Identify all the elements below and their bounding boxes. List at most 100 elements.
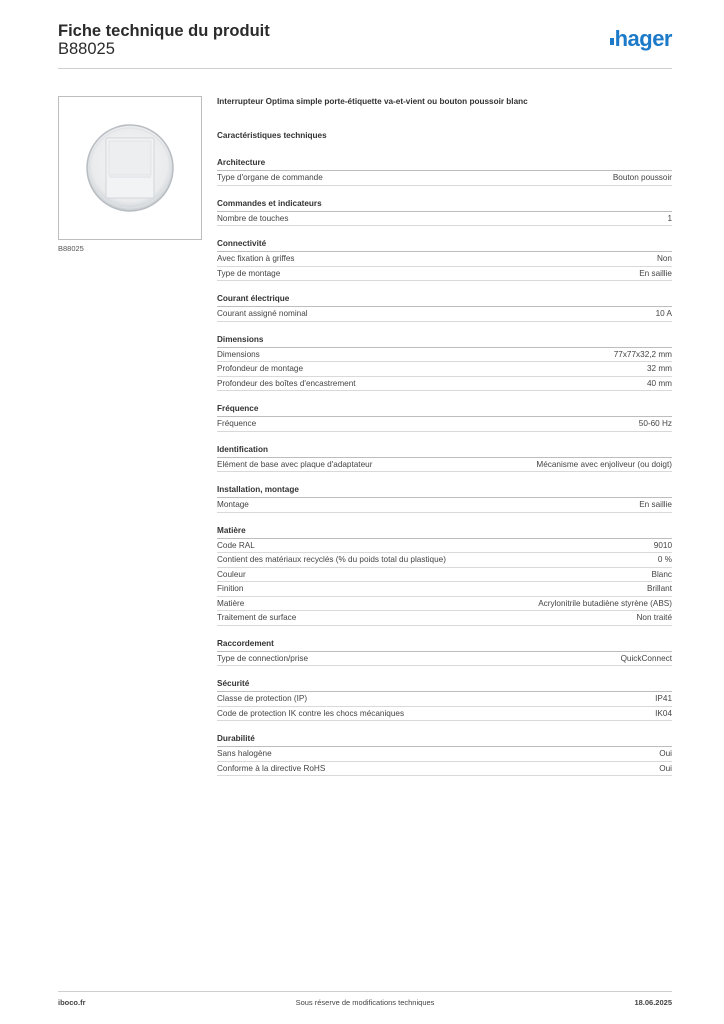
spec-row: Dimensions 77x77x32,2 mm — [217, 348, 672, 362]
spec-row: Type d'organe de commande Bouton poussoir — [217, 171, 672, 186]
spec-value: Blanc — [651, 569, 672, 579]
spec-label: Type d'organe de commande — [217, 173, 323, 182]
footer-disclaimer: Sous réserve de modifications techniques — [295, 998, 435, 1007]
brand-logo: hager — [609, 26, 673, 51]
spec-row: Courant assigné nominal 10 A — [217, 307, 672, 322]
spec-label: Finition — [217, 584, 244, 593]
spec-label: Code de protection IK contre les chocs m… — [217, 708, 405, 718]
spec-value: Acrylonitrile butadiène styrène (ABS) — [538, 598, 672, 608]
section-title: Connectivité — [217, 238, 672, 252]
section-title: Installation, montage — [217, 484, 672, 498]
spec-row: Code de protection IK contre les chocs m… — [217, 707, 672, 721]
spec-row: Conforme à la directive RoHS Oui — [217, 762, 672, 776]
footer-website: iboco.fr — [58, 998, 86, 1007]
spec-label: Contient des matériaux recyclés (% du po… — [217, 555, 446, 564]
spec-value: 32 mm — [646, 364, 672, 373]
spec-value: Non — [656, 254, 672, 263]
spec-row: Code RAL 9010 — [217, 539, 672, 553]
image-caption: B88025 — [58, 244, 84, 253]
section-title: Identification — [217, 444, 672, 458]
spec-value: 0 % — [657, 555, 672, 564]
spec-row: Matière Acrylonitrile butadiène styrène (… — [217, 597, 672, 611]
section-title: Sécurité — [217, 678, 672, 692]
spec-row: Elément de base avec plaque d'adaptateur… — [217, 458, 672, 472]
spec-value: Brillant — [646, 584, 672, 593]
spec-value: 1 — [667, 213, 672, 223]
footer-date: 18.06.2025 — [634, 998, 672, 1007]
spec-label: Courant assigné nominal — [217, 309, 308, 318]
section-title: Commandes et indicateurs — [217, 198, 672, 212]
spec-row: Nombre de touches 1 — [217, 212, 672, 226]
spec-value: Mécanisme avec enjoliveur (ou doigt) — [536, 459, 672, 469]
spec-value: IP41 — [655, 694, 672, 703]
switch-image-icon — [86, 124, 174, 212]
spec-value: Oui — [659, 749, 672, 758]
spec-label: Conforme à la directive RoHS — [217, 763, 326, 773]
page-footer: iboco.fr Sous réserve de modifications t… — [58, 998, 672, 1010]
section-title: Dimensions — [217, 334, 672, 348]
spec-label: Traitement de surface — [217, 613, 297, 622]
spec-label: Matière — [217, 598, 245, 608]
spec-value: IK04 — [655, 708, 672, 718]
section-title: Matière — [217, 525, 672, 539]
spec-value: En saillie — [639, 500, 672, 509]
product-description: Interrupteur Optima simple porte-étiquet… — [217, 97, 528, 106]
spec-row: Finition Brillant — [217, 582, 672, 597]
section-title: Fréquence — [217, 403, 672, 417]
spec-row: Avec fixation à griffes Non — [217, 252, 672, 267]
header-divider — [58, 68, 672, 69]
spec-row: Contient des matériaux recyclés (% du po… — [217, 553, 672, 568]
spec-value: Non traité — [636, 613, 673, 622]
spec-label: Fréquence — [217, 419, 257, 428]
section-title: Raccordement — [217, 638, 672, 652]
spec-value: Oui — [659, 763, 672, 773]
product-reference: B88025 — [58, 40, 115, 58]
spec-label: Type de connection/prise — [217, 653, 309, 663]
section-title: Courant électrique — [217, 293, 672, 307]
section-title: Durabilité — [217, 733, 672, 747]
characteristics-title: Caractéristiques techniques — [217, 131, 327, 140]
spec-label: Avec fixation à griffes — [217, 254, 295, 263]
spec-value: 10 A — [655, 309, 672, 318]
spec-label: Elément de base avec plaque d'adaptateur — [217, 459, 373, 469]
logo-dot-icon — [609, 38, 614, 42]
spec-row: Classe de protection (IP) IP41 — [217, 692, 672, 707]
page-title: Fiche technique du produit — [58, 22, 270, 40]
section-title: Architecture — [217, 157, 672, 171]
brand-logo-text: hager — [614, 26, 673, 51]
spec-row: Traitement de surface Non traité — [217, 611, 672, 626]
spec-label: Profondeur des boîtes d'encastrement — [217, 378, 356, 388]
spec-value: 77x77x32,2 mm — [613, 349, 672, 359]
spec-label: Couleur — [217, 569, 246, 579]
spec-value: 9010 — [653, 540, 672, 550]
spec-label: Dimensions — [217, 349, 260, 359]
page-header: Fiche technique du produit B88025 hager — [58, 22, 673, 70]
spec-label: Code RAL — [217, 540, 255, 550]
characteristics-panel: Interrupteur Optima simple porte-étiquet… — [217, 97, 672, 776]
spec-label: Classe de protection (IP) — [217, 694, 308, 703]
logo-dot-icon — [609, 41, 614, 45]
spec-row: Type de montage En saillie — [217, 267, 672, 281]
spec-value: 40 mm — [646, 378, 672, 388]
spec-value: En saillie — [639, 268, 672, 278]
footer-divider — [58, 991, 672, 992]
spec-row: Couleur Blanc — [217, 568, 672, 582]
spec-value: Bouton poussoir — [612, 173, 672, 182]
spec-label: Type de montage — [217, 268, 281, 278]
spec-label: Nombre de touches — [217, 213, 289, 223]
spec-row: Profondeur des boîtes d'encastrement 40 m… — [217, 377, 672, 391]
